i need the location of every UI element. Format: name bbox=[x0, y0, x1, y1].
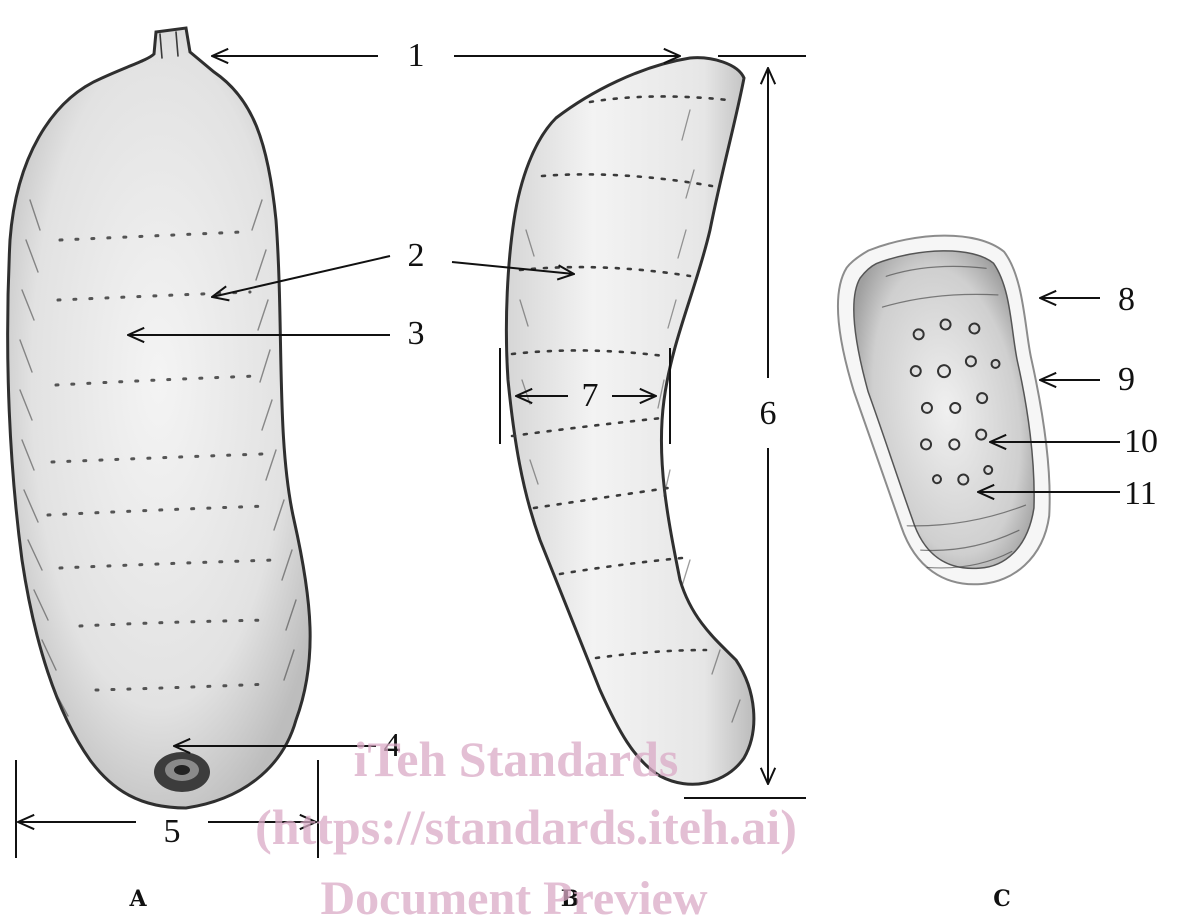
callout-2: 2 bbox=[408, 237, 425, 274]
watermark-line-3: Document Preview bbox=[321, 872, 708, 922]
callout-7: 7 bbox=[582, 377, 599, 414]
callout-10: 10 bbox=[1124, 423, 1158, 460]
callout-1: 1 bbox=[408, 37, 425, 74]
specimen-b-drawing bbox=[506, 58, 753, 785]
panel-label-c: C bbox=[993, 886, 1011, 912]
specimen-c-drawing bbox=[828, 224, 1064, 599]
callout-6: 6 bbox=[760, 395, 777, 432]
specimen-a-drawing bbox=[8, 28, 311, 808]
callout-8: 8 bbox=[1118, 281, 1135, 318]
watermark-line-2: (https://standards.iteh.ai) bbox=[255, 799, 797, 855]
callout-11: 11 bbox=[1124, 475, 1157, 512]
callout-9: 9 bbox=[1118, 361, 1135, 398]
panel-label-a: A bbox=[128, 886, 147, 912]
callout-3: 3 bbox=[408, 315, 425, 352]
watermark-line-1: iTeh Standards bbox=[354, 731, 679, 787]
callout-5: 5 bbox=[164, 813, 181, 850]
